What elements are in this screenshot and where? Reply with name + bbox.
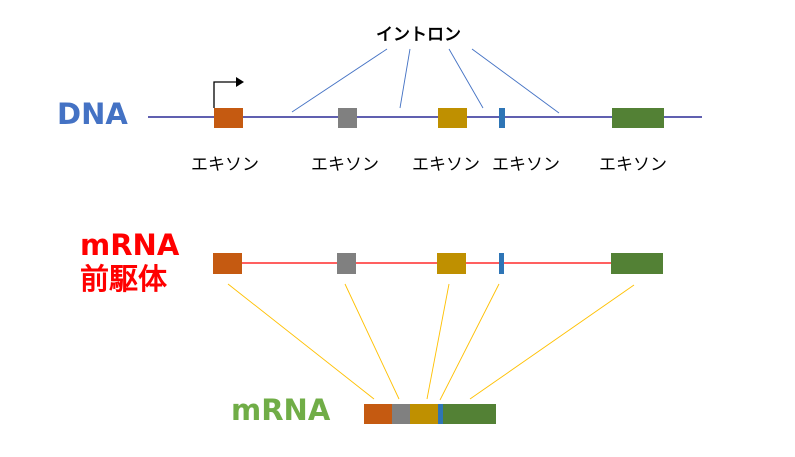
dna-exon-3: [438, 108, 467, 128]
pre-mrna-exon-1: [213, 253, 242, 274]
intron-pointer-1: [291, 48, 388, 113]
dna-exon-4: [499, 108, 505, 128]
pre-mrna-label-line2: 前駆体: [80, 262, 168, 296]
intron-pointer-4: [471, 48, 560, 114]
intron-label: イントロン: [376, 25, 461, 45]
splice-connector-4: [439, 283, 500, 401]
dna-exon-2: [338, 108, 357, 128]
intron-pointer-3: [448, 48, 484, 109]
splice-connector-2: [344, 283, 400, 400]
splice-connectors: [227, 283, 635, 401]
exon-label-5: エキソン: [599, 155, 667, 175]
pre-mrna-label-line1: mRNA: [80, 228, 180, 262]
splice-connector-3: [426, 283, 450, 400]
exon-label-4: エキソン: [492, 155, 560, 175]
pre-mrna-exon-3: [437, 253, 466, 274]
pre-mrna-exon-4: [499, 253, 504, 274]
splice-connector-1: [227, 283, 375, 400]
mrna-exon-5: [443, 404, 496, 424]
pre-mrna-exon-2: [337, 253, 356, 274]
mrna-exon-1: [364, 404, 392, 424]
intron-pointer-2: [399, 48, 411, 109]
intron-pointers: [291, 48, 560, 114]
transcription-start-arrow-icon: [213, 81, 237, 108]
dna-label: DNA: [57, 97, 128, 131]
exon-label-3: エキソン: [412, 155, 480, 175]
mrna-exon-3: [410, 404, 438, 424]
exon-label-2: エキソン: [311, 155, 379, 175]
pre-mrna-exon-5: [611, 253, 663, 274]
pre-mrna-label: mRNA 前駆体: [80, 228, 179, 296]
dna-exon-1: [214, 108, 243, 128]
transcription-start-arrowhead-icon: [236, 77, 244, 87]
exon-label-1: エキソン: [191, 155, 259, 175]
mrna-exon-2: [392, 404, 410, 424]
mrna-exon-4: [438, 404, 443, 424]
splice-connector-5: [469, 284, 635, 400]
dna-exon-5: [612, 108, 664, 128]
mrna-label: mRNA: [231, 393, 331, 427]
